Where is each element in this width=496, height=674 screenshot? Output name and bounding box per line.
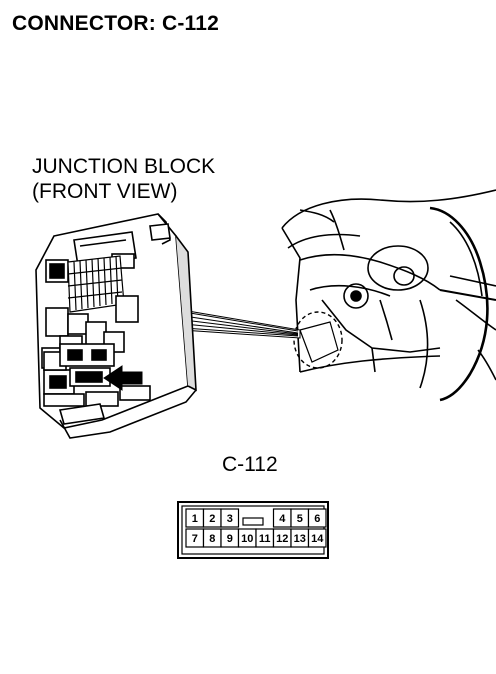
pin-number-1: 1 bbox=[192, 513, 198, 525]
pin-number-12: 12 bbox=[276, 533, 288, 545]
pin-number-9: 9 bbox=[227, 533, 233, 545]
pin-number-6: 6 bbox=[314, 513, 320, 525]
pin-number-7: 7 bbox=[192, 533, 198, 545]
pin-number-13: 13 bbox=[294, 533, 306, 545]
pin-cavity-3 bbox=[220, 508, 240, 528]
location-beam bbox=[181, 309, 301, 339]
pointer-arrow-icon bbox=[103, 365, 143, 391]
pin-number-11: 11 bbox=[259, 533, 271, 545]
pin-cavity-14 bbox=[307, 528, 327, 548]
pin-number-10: 10 bbox=[241, 533, 253, 545]
junction-block-label-line1: JUNCTION BLOCK bbox=[32, 155, 216, 178]
junction-block-label-line2: (FRONT VIEW) bbox=[32, 180, 178, 203]
junction-block-illustration bbox=[35, 213, 197, 439]
pin-number-14: 14 bbox=[311, 533, 324, 545]
pin-number-8: 8 bbox=[209, 533, 215, 545]
connector-label: C-112 bbox=[222, 453, 278, 476]
pin-number-5: 5 bbox=[297, 513, 303, 525]
pin-number-3: 3 bbox=[227, 513, 233, 525]
location-circle bbox=[293, 311, 343, 369]
dashboard-illustration bbox=[281, 189, 496, 402]
page-title: CONNECTOR: C-112 bbox=[12, 12, 220, 35]
pin-number-2: 2 bbox=[209, 513, 215, 525]
pin-cavity-6 bbox=[307, 508, 327, 528]
junction-block-label: JUNCTION BLOCK (FRONT VIEW) bbox=[32, 154, 215, 204]
pin-number-4: 4 bbox=[279, 513, 286, 525]
connector-latch bbox=[242, 517, 264, 526]
